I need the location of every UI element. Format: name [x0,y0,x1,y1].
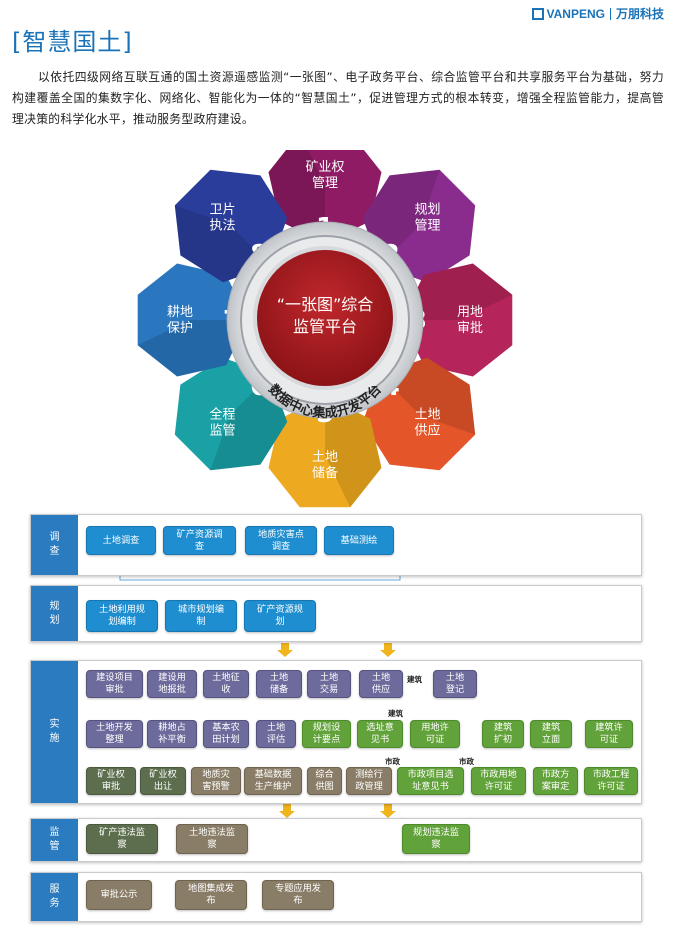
box-mining-transfer[interactable]: 矿业权 出让 [140,767,186,795]
box-land-survey[interactable]: 土地调查 [86,526,156,555]
box-site-opinion[interactable]: 选址意 见书 [357,720,403,748]
petal-label-6-2: 监管 [209,424,235,439]
box-geohazard-warning[interactable]: 地质灾 害预警 [191,767,241,795]
box-mining-approval[interactable]: 矿业权 审批 [86,767,136,795]
petal-label-1-2: 管理 [312,176,338,191]
box-mapping-admin[interactable]: 测绘行 政管理 [346,767,392,795]
tab-service: 服 务 [31,873,78,921]
box-land-application[interactable]: 建设用 地报批 [147,670,197,698]
box-basic-data-maintenance[interactable]: 基础数据 生产维护 [244,767,302,795]
petal-label-2-2: 管理 [414,219,440,234]
box-land-reserve[interactable]: 土地 储备 [256,670,302,698]
petal-label-8-2: 执法 [209,219,235,234]
petal-shade-3 [402,263,513,320]
box-approval-publicity[interactable]: 审批公示 [86,880,152,910]
down-arrow-icon [279,804,295,818]
box-building-facade[interactable]: 建筑 立面 [530,720,572,748]
petal-1 [268,150,382,243]
box-planning-points[interactable]: 规划设 计要点 [302,720,351,748]
tab-survey: 调 查 [31,515,78,575]
petal-label-6-1: 全程 [209,407,235,423]
brand-name: VANPENG [546,6,605,21]
box-landuse-planning[interactable]: 土地利用规 划编制 [86,600,158,632]
down-arrow-icon [277,643,293,657]
down-arrow-icon [380,804,396,818]
box-land-expropriation[interactable]: 土地征 收 [203,670,249,698]
petal-7 [137,263,248,377]
tag-building-1: 建筑 [407,675,422,684]
petal-label-7-2: 保护 [167,321,193,336]
petal-label-7-1: 耕地 [167,304,193,320]
box-geohazard-survey[interactable]: 地质灾害点 调查 [245,526,317,555]
petal-shade-7 [137,320,248,377]
petal-label-3-2: 审批 [457,321,483,336]
petal-label-8-1: 卫片 [209,203,235,218]
box-land-registration[interactable]: 土地 登记 [433,670,477,698]
tab-planning: 规 划 [31,586,78,641]
center-disc [253,246,397,390]
box-land-violation[interactable]: 土地违法监 察 [176,824,248,854]
down-arrow-icon [380,643,396,657]
tab-supervision: 监 管 [31,819,78,861]
box-mineral-survey[interactable]: 矿产资源调 查 [163,526,236,555]
petal-label-3-1: 用地 [457,305,483,320]
petal-label-2-1: 规划 [414,203,440,218]
box-municipal-land-permit[interactable]: 市政用地 许可证 [471,767,526,795]
center-title-line2: 监管平台 [293,317,357,336]
petal-label-1-1: 矿业权 [305,159,344,175]
petal-label-5-2: 储备 [312,465,338,481]
box-basic-mapping[interactable]: 基础测绘 [324,526,394,555]
page-title: [智慧国土] [12,28,133,56]
box-project-approval[interactable]: 建设项目 审批 [86,670,143,698]
brand-name-cn: 万朋科技 [615,7,664,21]
tag-municipal-1: 市政 [385,757,400,766]
tag-building-2: 建筑 [388,709,403,718]
box-municipal-works-permit[interactable]: 市政工程 许可证 [584,767,638,795]
petal-label-5-1: 土地 [312,450,338,465]
box-land-trading[interactable]: 土地 交易 [307,670,351,698]
box-land-supply[interactable]: 土地 供应 [359,670,403,698]
center-title-line1: “一张图”综合 [277,295,374,314]
box-land-development[interactable]: 土地开发 整理 [86,720,143,748]
box-mineral-planning[interactable]: 矿产资源规 划 [244,600,316,632]
box-planning-violation[interactable]: 规划违法监 察 [402,824,470,854]
box-thematic-publishing[interactable]: 专题应用发 布 [262,880,334,910]
petal-5 [268,397,382,508]
box-comprehensive-maps[interactable]: 综合 供图 [307,767,342,795]
box-urban-planning[interactable]: 城市规划编 制 [165,600,237,632]
petal-3 [402,263,513,377]
petal-label-4-2: 供应 [414,423,440,439]
brand-logo: VANPENG 万朋科技 [531,5,664,22]
petal-label-4-1: 土地 [414,408,440,423]
box-municipal-scheme-review[interactable]: 市政方 案审定 [533,767,578,795]
box-farmland-balance[interactable]: 耕地占 补平衡 [147,720,197,748]
box-mineral-violation[interactable]: 矿产违法监 察 [86,824,158,854]
box-building-prelim[interactable]: 建筑 扩初 [482,720,524,748]
logo-divider [609,7,611,20]
tag-municipal-2: 市政 [459,757,474,766]
logo-mark-icon [531,7,544,20]
box-map-publishing[interactable]: 地图集成发 布 [175,880,247,910]
box-building-permit[interactable]: 建筑许 可证 [585,720,633,748]
tab-implement: 实 施 [31,661,78,803]
box-land-appraisal[interactable]: 土地 评估 [256,720,296,748]
petal-shade-5 [325,397,382,508]
box-farmland-plan[interactable]: 基本农 田计划 [203,720,249,748]
box-land-use-permit[interactable]: 用地许 可证 [410,720,460,748]
intro-paragraph: 以依托四级网络互联互通的国土资源遥感监测“一张图”、电子政务平台、综合监管平台和… [12,70,664,126]
box-municipal-site-opinion[interactable]: 市政项目选 址意见书 [397,767,464,795]
smart-land-wheel-diagram: 1矿业权管理2规划管理3用地审批4土地供应5土地储备6全程监管7耕地保护8卫片执… [137,150,513,508]
